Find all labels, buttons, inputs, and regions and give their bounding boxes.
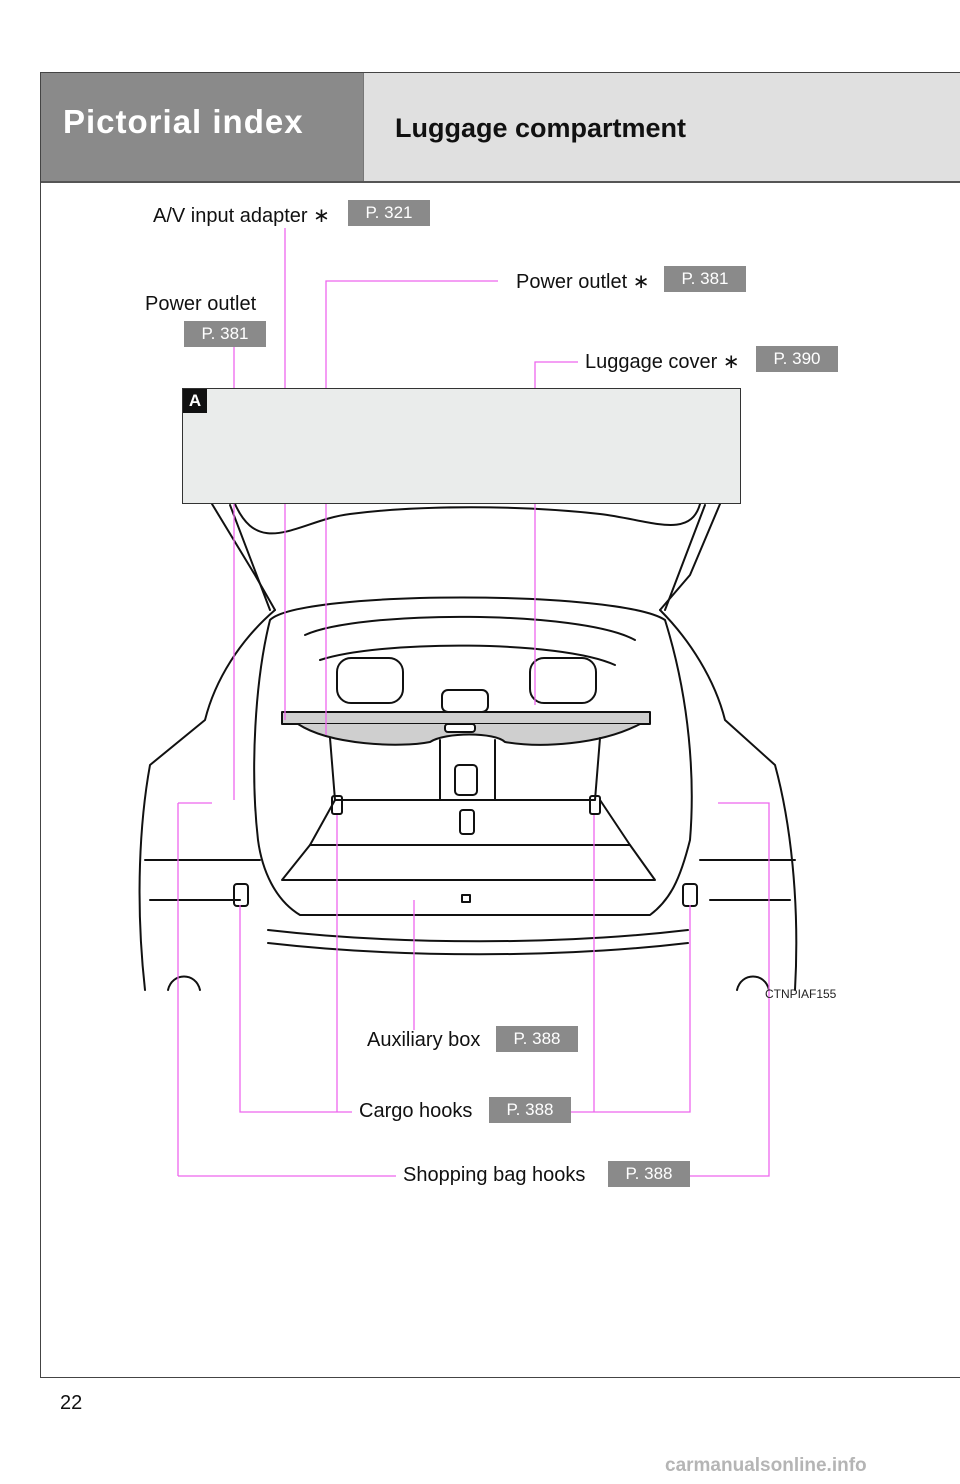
luggage-cover-label: Luggage cover	[585, 351, 718, 373]
figure-code: CTNPIAF155	[765, 987, 837, 1001]
callout-av-input-adapter: A/V input adapter ∗	[153, 203, 330, 228]
shopping-bag-hooks-label: Shopping bag hooks	[403, 1164, 586, 1186]
section-title: Pictorial index	[63, 103, 304, 140]
figure-a-panel	[182, 388, 741, 504]
asterisk-icon: ∗	[722, 351, 740, 373]
callout-power-outlet-right: Power outlet ∗	[516, 269, 650, 294]
asterisk-icon: ∗	[313, 205, 330, 227]
cargo-hooks-label: Cargo hooks	[359, 1100, 473, 1122]
power-outlet-right-label: Power outlet	[516, 271, 628, 293]
power-outlet-right-page-ref[interactable]: P. 381	[664, 266, 746, 292]
asterisk-icon: ∗	[632, 271, 650, 293]
av-input-adapter-label: A/V input adapter	[153, 205, 308, 227]
power-outlet-left-label: Power outlet	[145, 293, 257, 315]
page-frame	[40, 72, 960, 1378]
callout-luggage-cover: Luggage cover ∗	[585, 349, 740, 374]
figure-a-tag: A	[183, 389, 207, 413]
watermark: carmanualsonline.info	[665, 1455, 867, 1476]
luggage-cover-page-ref[interactable]: P. 390	[756, 346, 838, 372]
header-divider	[41, 181, 960, 183]
auxiliary-box-page-ref[interactable]: P. 388	[496, 1026, 578, 1052]
power-outlet-left-page-ref[interactable]: P. 381	[184, 321, 266, 347]
av-input-adapter-page-ref[interactable]: P. 321	[348, 200, 430, 226]
cargo-hooks-page-ref[interactable]: P. 388	[489, 1097, 571, 1123]
section-tab	[41, 73, 363, 181]
shopping-bag-hooks-page-ref[interactable]: P. 388	[608, 1161, 690, 1187]
title-bar	[363, 73, 960, 181]
auxiliary-box-label: Auxiliary box	[367, 1029, 481, 1051]
page-number: 22	[60, 1392, 83, 1414]
page-title: Luggage compartment	[395, 113, 687, 143]
